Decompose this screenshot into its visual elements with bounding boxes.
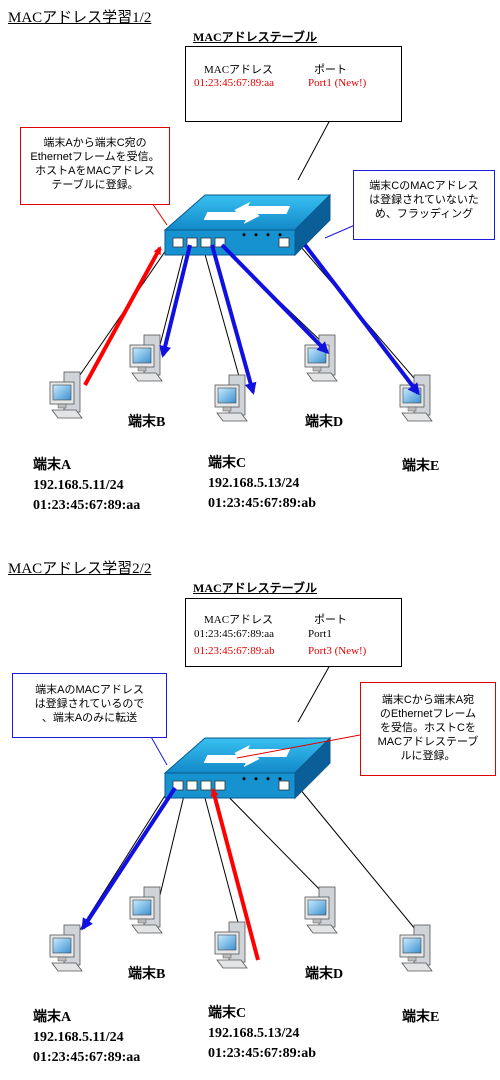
pc-icon-b — [129, 886, 163, 934]
host-a-name: 端末A — [33, 1010, 72, 1025]
host-e-label: 端末E — [402, 459, 440, 474]
pc-icon-d — [304, 334, 338, 382]
pc-icon-c — [214, 921, 248, 969]
section1-artwork — [49, 119, 433, 422]
pc-icon-d — [304, 886, 338, 934]
host-e-label: 端末E — [402, 1010, 440, 1025]
section1-callout-flood: 端末CのMACアドレス は登録されていないた め、フラッディング — [353, 170, 495, 240]
section1-mac-table: MACアドレス ポート 01:23:45:67:89:aa Port1 (New… — [185, 46, 402, 122]
section1-callout-learn: 端末Aから端末C宛の Ethernetフレームを受信。 ホストAをMACアドレス… — [20, 127, 170, 205]
port-ellipsis: ・・・・ — [238, 228, 287, 242]
flood-arrow-e — [303, 243, 420, 396]
host-a-info: 端末A 192.168.5.11/24 01:23:45:67:89:aa — [33, 1008, 140, 1068]
flood-arrow-c — [210, 244, 257, 395]
section2-table-caption: MACアドレステーブル — [193, 581, 317, 595]
host-a-mac: 01:23:45:67:89:aa — [33, 1050, 141, 1065]
host-c-ip: 192.168.5.13/24 — [208, 476, 300, 491]
learn-arrow — [83, 246, 162, 386]
table-row-mac: 01:23:45:67:89:ab — [194, 645, 275, 657]
section2-title: MACアドレス学習2/2 — [8, 561, 152, 577]
pc-icon-e — [399, 374, 433, 422]
switch-icon — [164, 737, 331, 799]
host-a-ip: 192.168.5.11/24 — [33, 1030, 124, 1045]
pc-icon-c — [214, 374, 248, 422]
host-a-name: 端末A — [33, 458, 72, 473]
pc-icon-b — [129, 334, 163, 382]
mac-column-header: MACアドレス — [204, 614, 274, 626]
host-c-info: 端末C 192.168.5.13/24 01:23:45:67:89:ab — [208, 1004, 316, 1064]
flood-arrow-d — [220, 243, 330, 355]
table-row-port: Port1 (New!) — [308, 77, 367, 89]
table-row-port: Port3 (New!) — [308, 645, 367, 657]
host-c-ip: 192.168.5.13/24 — [208, 1026, 300, 1041]
forward-arrow-a — [81, 786, 177, 931]
section2-callout-forward: 端末AのMACアドレス は登録されているので 、端末Aのみに転送 — [12, 673, 167, 738]
pc-icon-a — [49, 371, 83, 419]
port-ellipsis: ・・・・ — [238, 772, 287, 786]
mac-column-header: MACアドレス — [204, 64, 274, 76]
section2-mac-table: MACアドレス ポート 01:23:45:67:89:aa Port1 01:2… — [185, 598, 402, 667]
flood-arrow-b — [159, 244, 192, 358]
host-c-name: 端末C — [208, 1006, 247, 1021]
host-a-info: 端末A 192.168.5.11/24 01:23:45:67:89:aa — [33, 456, 140, 516]
section1-table-caption: MACアドレステーブル — [193, 30, 317, 44]
host-d-label: 端末D — [305, 967, 344, 982]
learn-arrow — [210, 788, 260, 961]
table-row-port: Port1 — [308, 628, 332, 640]
host-b-label: 端末B — [128, 967, 166, 982]
host-a-mac: 01:23:45:67:89:aa — [33, 498, 141, 513]
pc-icon-a — [49, 924, 83, 972]
host-c-mac: 01:23:45:67:89:ab — [208, 1046, 317, 1061]
host-b-label: 端末B — [128, 415, 166, 430]
host-a-ip: 192.168.5.11/24 — [33, 478, 124, 493]
host-d-label: 端末D — [305, 415, 344, 430]
table-row-mac: 01:23:45:67:89:aa — [194, 628, 275, 640]
port-column-header: ポート — [314, 64, 347, 76]
port-column-header: ポート — [314, 614, 347, 626]
host-c-info: 端末C 192.168.5.13/24 01:23:45:67:89:ab — [208, 454, 316, 514]
section2-callout-learn: 端末Cから端末A宛 のEthernetフレーム を受信。ホストCを MACアドレ… — [360, 682, 496, 776]
pc-icon-e — [399, 924, 433, 972]
table-row-mac: 01:23:45:67:89:aa — [194, 77, 275, 89]
host-c-mac: 01:23:45:67:89:ab — [208, 496, 317, 511]
host-c-name: 端末C — [208, 456, 247, 471]
section1-title: MACアドレス学習1/2 — [8, 10, 152, 26]
section2-artwork — [49, 664, 433, 972]
